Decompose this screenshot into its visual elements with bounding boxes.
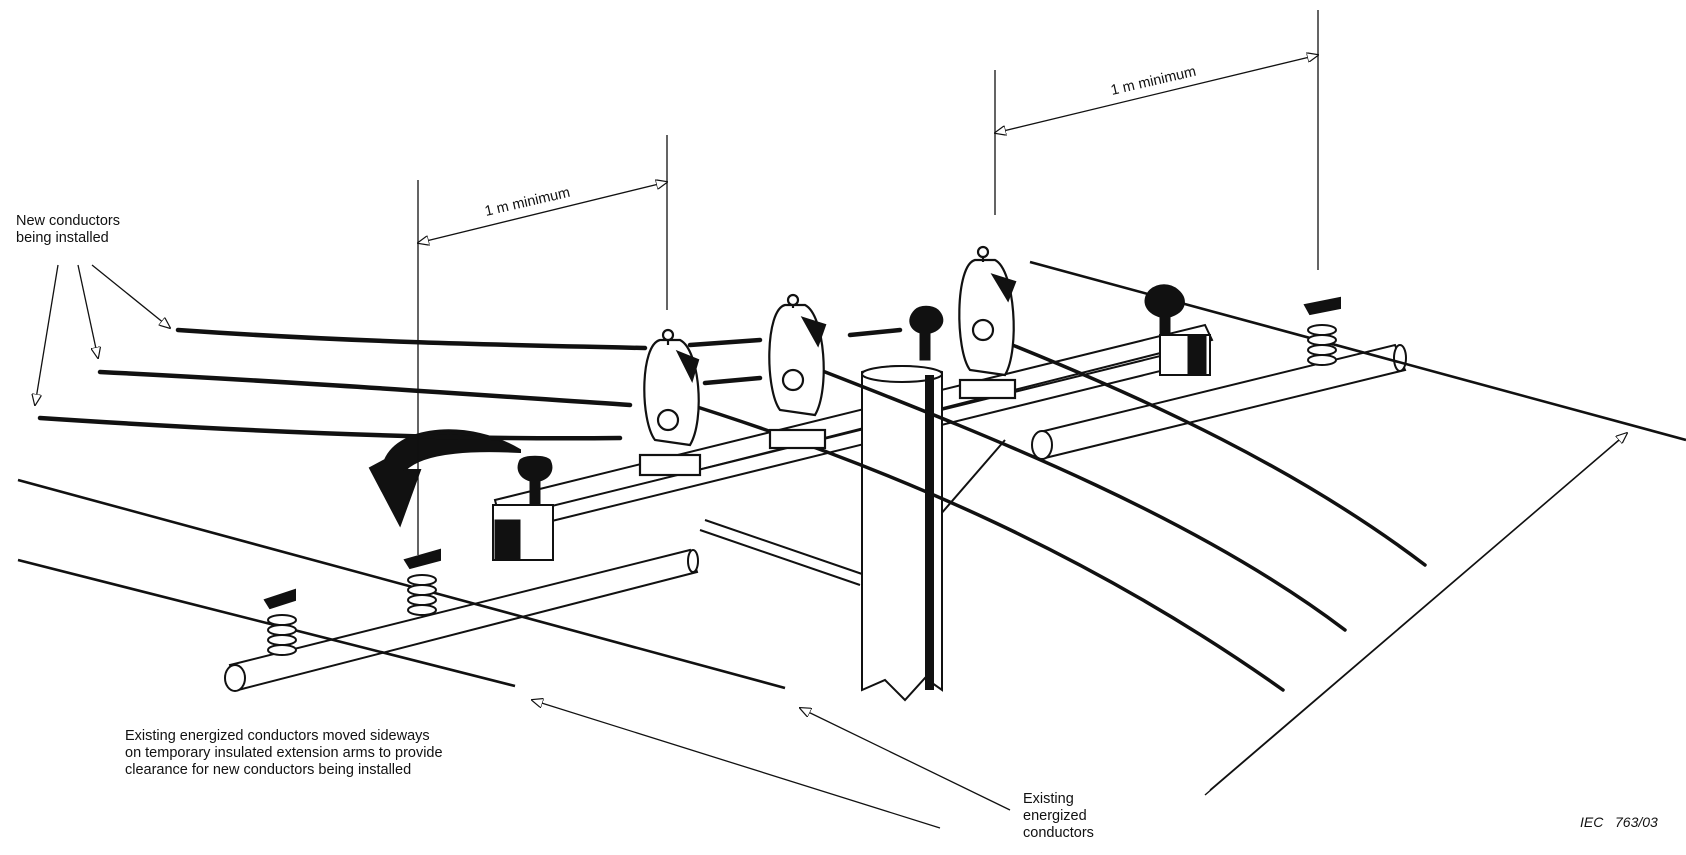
label-existing-energized: Existing energized conductors	[1023, 791, 1094, 842]
dimension-label-right: 1 m minimum	[1109, 64, 1197, 99]
insulator-left-1	[265, 590, 296, 655]
label-existing-energized-line3: conductors	[1023, 825, 1094, 842]
label-existing-moved-line3: clearance for new conductors being insta…	[125, 762, 443, 779]
dimension-arrows	[418, 55, 1318, 243]
existing-conductors	[18, 262, 1686, 688]
utility-pole	[862, 366, 942, 700]
label-existing-energized-line1: Existing	[1023, 791, 1094, 808]
new-conductor-leaders	[35, 265, 170, 405]
label-existing-moved: Existing energized conductors moved side…	[125, 728, 443, 779]
label-new-conductors: New conductors being installed	[16, 213, 120, 247]
dimension-label-left: 1 m minimum	[483, 185, 571, 220]
label-existing-moved-line1: Existing energized conductors moved side…	[125, 728, 443, 745]
label-existing-moved-line2: on temporary insulated extension arms to…	[125, 745, 443, 762]
label-new-conductors-line2: being installed	[16, 230, 120, 247]
label-new-conductors-line1: New conductors	[16, 213, 120, 230]
insulator-right	[1305, 298, 1340, 365]
insulator-left-2	[405, 550, 440, 615]
figure-reference: IEC 763/03	[1580, 814, 1658, 830]
existing-conductor-leaders	[532, 433, 1627, 828]
label-existing-energized-line2: energized	[1023, 808, 1094, 825]
